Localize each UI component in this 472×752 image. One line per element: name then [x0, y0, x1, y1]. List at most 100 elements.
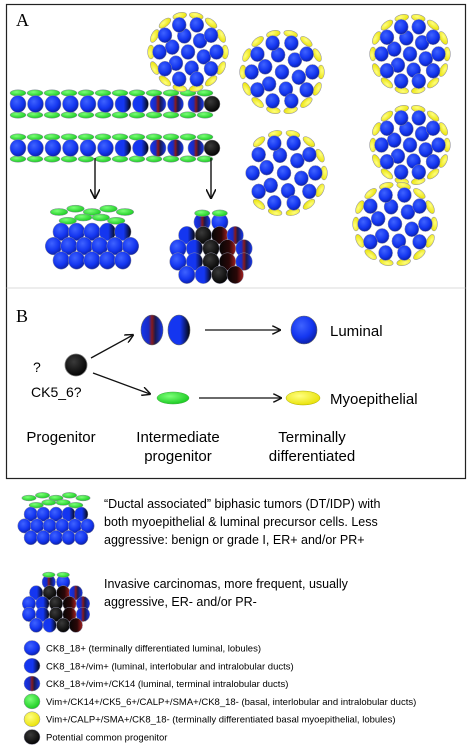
tumor-myoepithelial-cell: [28, 502, 44, 509]
lobule-myoepithelial-cell: [355, 234, 365, 248]
duct-luminal-cell: [97, 139, 114, 157]
lobule-myoepithelial-cell: [372, 63, 382, 77]
lobule-luminal-cell: [180, 44, 196, 60]
lobule-luminal-cell: [363, 234, 378, 250]
marker-legend-text: Vim+/CK14+/CK5_6+/CALP+/SMA+/CK8_18- (ba…: [46, 697, 416, 708]
invasive-description-line2: aggressive, ER- and/or PR-: [104, 595, 257, 609]
blue-cell-icon: [23, 640, 41, 656]
tumor-mixed-cell: [194, 265, 212, 284]
lobules-group: [147, 12, 451, 266]
lobule-myoepithelial-cell: [438, 122, 448, 136]
lobule-myoepithelial-cell: [426, 77, 440, 89]
duct-myoepithelial-cell: [26, 89, 44, 97]
lobule-myoepithelial-cell: [426, 19, 440, 31]
lobule-myoepithelial-cell: [425, 200, 435, 214]
lobule-luminal-cell: [425, 63, 441, 79]
lobule-myoepithelial-cell: [300, 97, 313, 108]
yellow-cell-icon: [23, 711, 41, 727]
lobule-luminal-cell: [378, 245, 393, 261]
panel-a-illustration: [9, 12, 451, 284]
lobule-luminal-cell: [251, 146, 266, 163]
lobule-luminal-cell: [291, 69, 307, 85]
lobule-myoepithelial-cell: [380, 168, 394, 180]
lobule-myoepithelial-cell: [425, 234, 435, 248]
lobule-acinus: [147, 12, 229, 92]
lobule-myoepithelial-cell: [426, 168, 440, 180]
duct-myoepithelial-cell: [111, 155, 129, 163]
lobule-luminal-cell: [387, 216, 403, 232]
duct-luminal-cell: [62, 139, 79, 157]
lobule-luminal-cell: [418, 142, 434, 158]
biphasic-tumor-icon: [17, 492, 95, 546]
lobule-luminal-cell: [305, 64, 320, 80]
tumor-luminal-cell: [49, 530, 63, 546]
lobule-luminal-cell: [265, 35, 280, 51]
lobule-myoepithelial-cell: [158, 17, 172, 29]
lobule-myoepithelial-cell: [438, 31, 448, 45]
lobule-luminal-cell: [196, 49, 212, 65]
tumor-myoepithelial-cell: [35, 492, 50, 499]
lobule-myoepithelial-cell: [413, 188, 426, 199]
tumor-mixed-cell: [42, 617, 57, 633]
tumor-luminal-cell: [36, 530, 51, 546]
lobule-luminal-cell: [397, 187, 412, 203]
lobule-myoepithelial-cell: [426, 110, 440, 122]
tumor-myoepithelial-cell: [58, 217, 77, 225]
biphasic-description-line3: aggressive: benign or grade I, ER+ and/o…: [104, 533, 365, 547]
duct-myoepithelial-cell: [128, 111, 146, 119]
progenitor-marker-label: CK5_6?: [31, 384, 82, 400]
lobule-myoepithelial-cell: [315, 148, 325, 163]
lobule-luminal-cell: [244, 64, 259, 80]
lobule-luminal-cell: [171, 17, 187, 33]
tumor-luminal-cell: [74, 506, 89, 522]
duct-myoepithelial-cell: [26, 133, 44, 141]
duct-myoepithelial-cell: [145, 133, 163, 141]
lobule-luminal-cell: [259, 159, 274, 176]
lobule-luminal-cell: [393, 164, 409, 180]
lobule-myoepithelial-cell: [364, 249, 377, 260]
duct-myoepithelial-cell: [196, 111, 214, 119]
duct-myoepithelial-cell: [145, 155, 163, 163]
duct-myoepithelial-cell: [111, 111, 129, 119]
blue-black-cell-icon: [23, 658, 41, 674]
tumor-luminal-cell: [114, 222, 132, 241]
lobule-luminal-cell: [379, 29, 395, 45]
panel-b-scheme: ? CK5_6? Luminal Myoepithelial Progenito…: [26, 314, 418, 465]
duct-luminal-cell: [44, 139, 62, 157]
lobule-luminal-cell: [379, 120, 395, 136]
panel-b-label: B: [16, 306, 28, 326]
duct-myoepithelial-cell: [196, 133, 214, 141]
figure-frame: [5, 3, 467, 480]
progenitor-question-mark: ?: [33, 359, 41, 375]
lobule-luminal-cell: [393, 110, 409, 126]
tumor-luminal-cell: [83, 251, 101, 270]
duct-myoepithelial-cell: [196, 155, 214, 163]
lobule-acinus: [245, 130, 328, 216]
duct-myoepithelial-cell: [128, 89, 146, 97]
lobule-acinus: [239, 30, 325, 114]
tumor-myoepithelial-cell: [75, 494, 91, 502]
lobule-luminal-cell: [411, 110, 427, 126]
duct-luminal-cell: [9, 139, 27, 157]
lobule-luminal-cell: [402, 46, 418, 62]
tumor-luminal-cell: [61, 530, 76, 546]
duct-luminal-cell: [149, 139, 167, 157]
lobule-acinus: [352, 182, 438, 266]
lobule-luminal-cell: [425, 120, 441, 136]
duct-myoepithelial-cell: [162, 133, 180, 141]
lobule-myoepithelial-cell: [216, 29, 226, 43]
lobule-myoepithelial-cell: [380, 19, 394, 31]
panel-a-label: A: [16, 10, 29, 30]
duct-myoepithelial-cell: [60, 133, 78, 141]
blue-red-cell-icon: [23, 675, 41, 692]
duct-myoepithelial-cell: [145, 89, 163, 97]
tumor-myoepithelial-cell: [62, 492, 77, 499]
duct-myoepithelial-cell: [26, 111, 44, 119]
biphasic-description-line2: both myoepithelial & luminal precursor c…: [104, 515, 378, 529]
lobule-luminal-cell: [431, 46, 446, 62]
lobule-luminal-cell: [308, 165, 323, 181]
duct-luminal-cell: [132, 95, 149, 113]
lobule-luminal-cell: [251, 183, 266, 200]
black-cell-icon: [23, 729, 41, 745]
